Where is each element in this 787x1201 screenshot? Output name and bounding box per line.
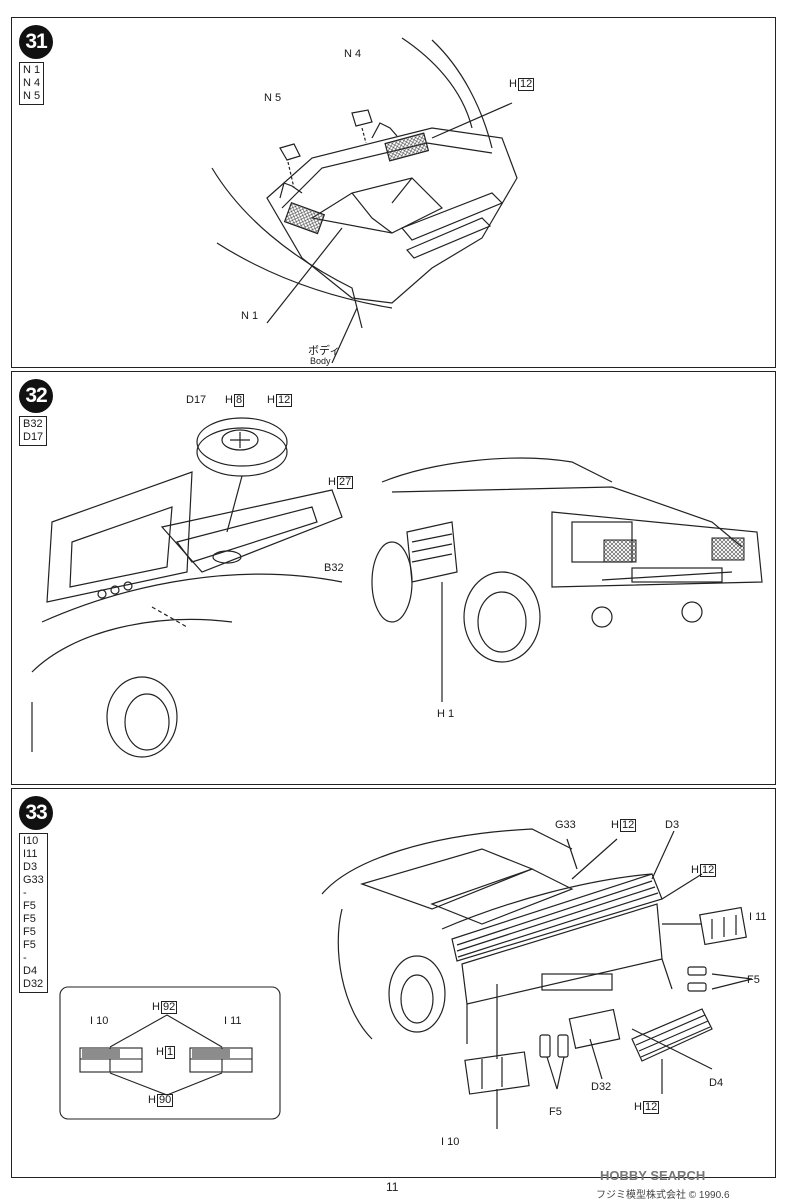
part-code: N 1 bbox=[23, 64, 41, 76]
part-code: N 4 bbox=[23, 77, 41, 89]
part-code: - bbox=[23, 887, 27, 899]
part-code: F5 bbox=[23, 939, 36, 951]
inset-label-i11: I 11 bbox=[224, 1015, 242, 1027]
step-number-badge: 31 bbox=[19, 25, 53, 59]
part-label-n1: N 1 bbox=[241, 310, 259, 322]
part-code: I10 bbox=[23, 835, 39, 847]
part-code: F5 bbox=[23, 900, 36, 912]
inset-label-i10: I 10 bbox=[90, 1015, 109, 1027]
rear-lights-assembly-drawing bbox=[59, 828, 753, 1129]
parts-list: N 1 N 4 N 5 bbox=[19, 62, 45, 105]
page-number: 11 bbox=[386, 1180, 399, 1194]
part-code: F5 bbox=[23, 913, 36, 925]
part-label-body-jp: ボディ bbox=[308, 345, 341, 357]
part-label-f5: F5 bbox=[549, 1106, 562, 1118]
part-label-n5: N 5 bbox=[264, 92, 282, 104]
part-label-d32: D32 bbox=[591, 1081, 612, 1093]
part-label-h1: H 1 bbox=[437, 708, 455, 720]
inset-shaded-lens bbox=[192, 1049, 230, 1059]
rear-grille-mesh bbox=[603, 539, 637, 563]
part-label-i11: I 11 bbox=[749, 911, 767, 923]
part-label-d4: D4 bbox=[709, 1077, 724, 1089]
rear-grille-mesh bbox=[711, 537, 745, 561]
part-code: D32 bbox=[23, 978, 44, 990]
inset-shaded-lens bbox=[82, 1049, 120, 1059]
part-code: I11 bbox=[23, 848, 38, 860]
watermark-logo: HOBBY SEARCH bbox=[600, 1168, 706, 1183]
part-label-i10: I 10 bbox=[441, 1136, 460, 1148]
part-code: B32 bbox=[23, 418, 43, 430]
part-code: G33 bbox=[23, 874, 44, 886]
part-code: - bbox=[23, 952, 27, 964]
step-number-badge: 32 bbox=[19, 379, 53, 413]
rear-bumper-assembly-drawing bbox=[211, 37, 518, 364]
parts-list: I10 I11 D3 G33 - F5 F5 F5 F5 - D4 D32 bbox=[19, 833, 48, 993]
part-label-f5: F5 bbox=[747, 974, 760, 986]
step-32-panel: 32 B32 D17 bbox=[11, 371, 776, 785]
part-code: D4 bbox=[23, 965, 38, 977]
part-code: N 5 bbox=[23, 90, 41, 102]
step-33-panel: 33 I10 I11 D3 G33 - F5 F5 F5 F5 - D4 D32 bbox=[11, 788, 776, 1178]
part-code: F5 bbox=[23, 926, 36, 938]
part-code: D17 bbox=[23, 431, 44, 443]
part-label-d3: D3 bbox=[665, 819, 680, 831]
part-label-n4: N 4 bbox=[344, 48, 362, 60]
step-31-panel: 31 N 1 N 4 N 5 bbox=[11, 17, 776, 368]
copyright-text: フジミ模型株式会社 © 1990.6 bbox=[596, 1190, 730, 1201]
part-code: D3 bbox=[23, 861, 38, 873]
part-label-d17: D17 bbox=[186, 394, 207, 406]
spare-tire-and-engine-drawing bbox=[31, 417, 763, 758]
step-number-badge: 33 bbox=[19, 796, 53, 830]
part-label-g33: G33 bbox=[555, 819, 576, 831]
parts-list: B32 D17 bbox=[19, 416, 48, 446]
part-label-body-en: Body bbox=[310, 356, 331, 366]
part-label-b32: B32 bbox=[324, 562, 344, 574]
